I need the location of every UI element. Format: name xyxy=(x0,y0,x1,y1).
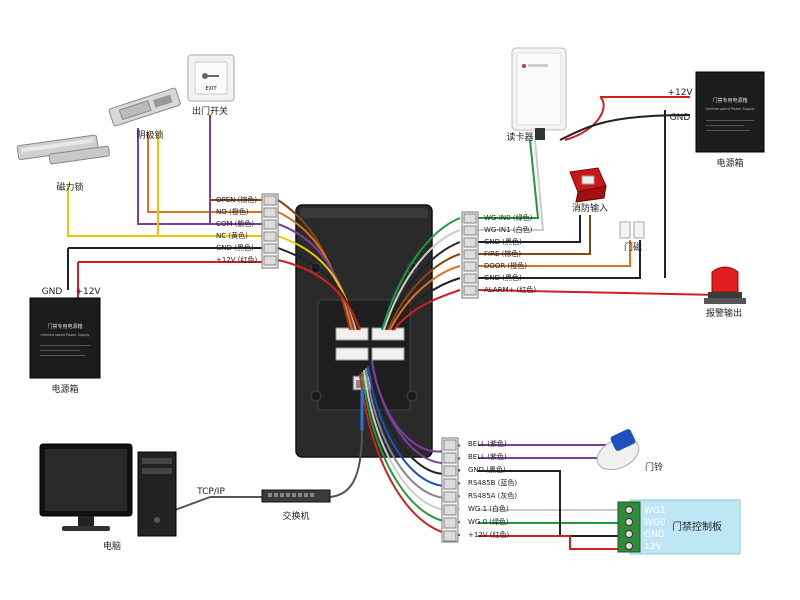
alarm-light-icon xyxy=(704,266,746,304)
power-box-left-icon: 门禁专用电源箱 Uninterrupted Power Supply xyxy=(29,297,101,379)
exit-button-text: EXIT xyxy=(205,86,217,92)
left-terminal-label: +12V (红色) xyxy=(216,255,258,264)
bottom-terminal-label: WG 1 (白色) xyxy=(468,504,509,513)
bottom-terminal-label: WG 0 (绿色) xyxy=(468,517,509,526)
gnd-left-label: GND xyxy=(42,287,63,297)
power-box-right-icon: 门禁专用电源箱 Uninterrupted Power Supply xyxy=(695,71,765,153)
card-reader-label: 读卡器 xyxy=(506,131,533,143)
psu-left-title: 门禁专用电源箱 xyxy=(47,323,82,330)
left-terminal-label: COM (紫色) xyxy=(216,219,254,228)
left-terminal-block xyxy=(261,193,279,269)
power-box-left-label: 电源箱 xyxy=(51,383,78,395)
right-terminal-label: WG-IN0 (绿色) xyxy=(484,213,533,222)
door-sensor-icon xyxy=(619,221,645,239)
exit-button-label: 出门开关 xyxy=(192,105,228,117)
doorbell-label: 门铃 xyxy=(645,461,663,473)
right-terminal-label: GND (黑色) xyxy=(484,273,522,282)
bottom-terminal-label: +12V (红色) xyxy=(468,530,510,539)
v12-left-label: +12V xyxy=(75,287,101,297)
computer-label: 电脑 xyxy=(103,540,121,552)
mag-lock-icon xyxy=(16,134,110,165)
bottom-terminal-label: BELL (紫色) xyxy=(468,452,507,461)
board-pin-label: WG1 xyxy=(644,506,666,516)
left-terminal-label: NO (橙色) xyxy=(216,207,249,216)
gnd-right-label: GND xyxy=(670,113,691,123)
doorbell-icon xyxy=(596,429,640,471)
bottom-terminal-label: GND (黑色) xyxy=(468,465,506,474)
access-board-label: 门禁控制板 xyxy=(672,520,722,533)
mag-lock-label: 磁力锁 xyxy=(56,181,83,193)
psu-right-subtitle: Uninterrupted Power Supply xyxy=(705,107,754,111)
exit-button-icon: EXIT xyxy=(187,54,235,102)
board-pin-label: 12V xyxy=(644,542,662,552)
bottom-terminal-label: RS485B (蓝色) xyxy=(468,478,517,487)
access-board xyxy=(617,499,741,555)
right-terminal-label: DOOR (橙色) xyxy=(484,261,527,270)
left-terminal-label: GND (黑色) xyxy=(216,243,254,252)
tcpip-label: TCP/IP xyxy=(196,487,225,497)
bottom-terminal-block xyxy=(441,437,459,543)
v12-right-label: +12V xyxy=(667,88,693,98)
psu-right-title: 门禁专用电源箱 xyxy=(712,97,747,104)
network-switch-icon xyxy=(261,489,331,503)
power-box-right-label: 电源箱 xyxy=(716,157,743,169)
strike-lock-label: 阴极锁 xyxy=(136,129,163,141)
bottom-terminal-label: RS485A (灰色) xyxy=(468,491,517,500)
left-terminal-label: NC (黄色) xyxy=(216,231,248,240)
fire-alarm-icon xyxy=(569,167,607,203)
switch-label: 交换机 xyxy=(282,510,309,522)
board-pin-label: GND xyxy=(644,530,665,540)
bottom-terminal-label: BELL (紫色) xyxy=(468,439,507,448)
card-reader-icon xyxy=(511,47,567,140)
computer-icon xyxy=(39,443,177,537)
alarm-output-label: 报警输出 xyxy=(706,307,742,319)
board-pin-label: WG0 xyxy=(644,518,666,528)
left-terminal-label: OPEN (棕色) xyxy=(216,195,257,204)
right-terminal-block xyxy=(461,211,479,299)
right-terminal-label: WG-IN1 (白色) xyxy=(484,225,533,234)
strike-lock-icon xyxy=(108,87,181,127)
right-terminal-label: ALARM+ (红色) xyxy=(484,285,536,294)
door-sensor-label: 门磁 xyxy=(624,241,642,253)
psu-left-subtitle: Uninterrupted Power Supply xyxy=(40,333,89,337)
fire-input-label: 消防输入 xyxy=(572,202,608,214)
right-terminal-label: GND (黑色) xyxy=(484,237,522,246)
wires xyxy=(67,96,721,550)
right-terminal-label: FIRE (棕色) xyxy=(484,249,521,258)
